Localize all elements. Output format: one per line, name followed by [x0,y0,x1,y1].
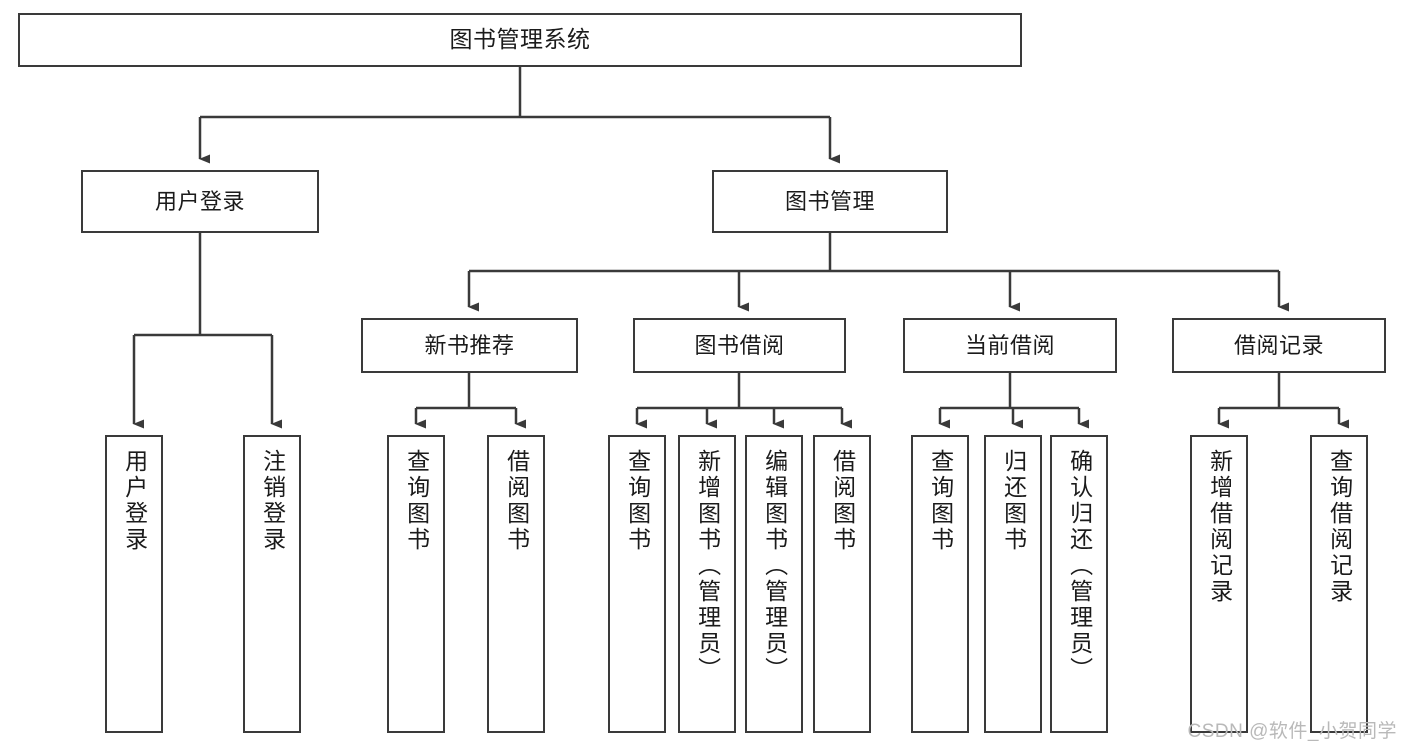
node-new-book-rec[interactable]: 新书推荐 [361,318,578,373]
node-label: 归还图书 [1000,449,1027,553]
node-label: 用户登录 [121,449,148,553]
node-label: 借阅图书 [503,449,530,553]
node-root[interactable]: 图书管理系统 [18,13,1022,67]
node-leaf-rec-add[interactable]: 新增借阅记录 [1190,435,1248,733]
node-label: 用户登录 [154,188,245,214]
node-label: 借阅图书 [829,449,856,553]
node-borrow-record[interactable]: 借阅记录 [1172,318,1386,373]
node-label: 新增借阅记录 [1206,449,1233,605]
node-leaf-borrow-query[interactable]: 查询图书 [608,435,666,733]
connector-lines [132,67,1349,429]
node-book-manage[interactable]: 图书管理 [712,170,948,233]
node-leaf-rec-query[interactable]: 查询图书 [387,435,445,733]
node-leaf-cur-query[interactable]: 查询图书 [911,435,969,733]
node-leaf-borrow-add[interactable]: 新增图书（管理员） [678,435,736,733]
node-leaf-cur-return[interactable]: 归还图书 [984,435,1042,733]
node-label: 新书推荐 [424,332,515,358]
node-book-borrow[interactable]: 图书借阅 [633,318,846,373]
node-label: 查询借阅记录 [1326,449,1353,605]
node-leaf-cur-confirm[interactable]: 确认归还（管理员） [1050,435,1108,733]
node-label: 查询图书 [403,449,430,553]
node-label: 借阅记录 [1233,332,1324,358]
node-label: 图书管理 [784,188,875,214]
node-label: 当前借阅 [964,332,1055,358]
node-user-login[interactable]: 用户登录 [81,170,319,233]
node-label: 查询图书 [624,449,651,553]
node-label: 图书管理系统 [449,26,591,53]
node-leaf-rec-query2[interactable]: 查询借阅记录 [1310,435,1368,733]
node-current-borrow[interactable]: 当前借阅 [903,318,1117,373]
node-leaf-user-logout[interactable]: 注销登录 [243,435,301,733]
node-label: 图书借阅 [694,332,785,358]
node-label: 注销登录 [259,449,286,553]
watermark-label: CSDN @软件_小贺同学 [1187,721,1397,742]
node-label: 查询图书 [927,449,954,553]
node-leaf-rec-borrow[interactable]: 借阅图书 [487,435,545,733]
node-label: 新增图书（管理员） [694,449,721,683]
node-label: 编辑图书（管理员） [761,449,788,683]
node-leaf-user-login[interactable]: 用户登录 [105,435,163,733]
node-label: 确认归还（管理员） [1066,449,1093,683]
node-leaf-borrow-lend[interactable]: 借阅图书 [813,435,871,733]
node-leaf-borrow-edit[interactable]: 编辑图书（管理员） [745,435,803,733]
